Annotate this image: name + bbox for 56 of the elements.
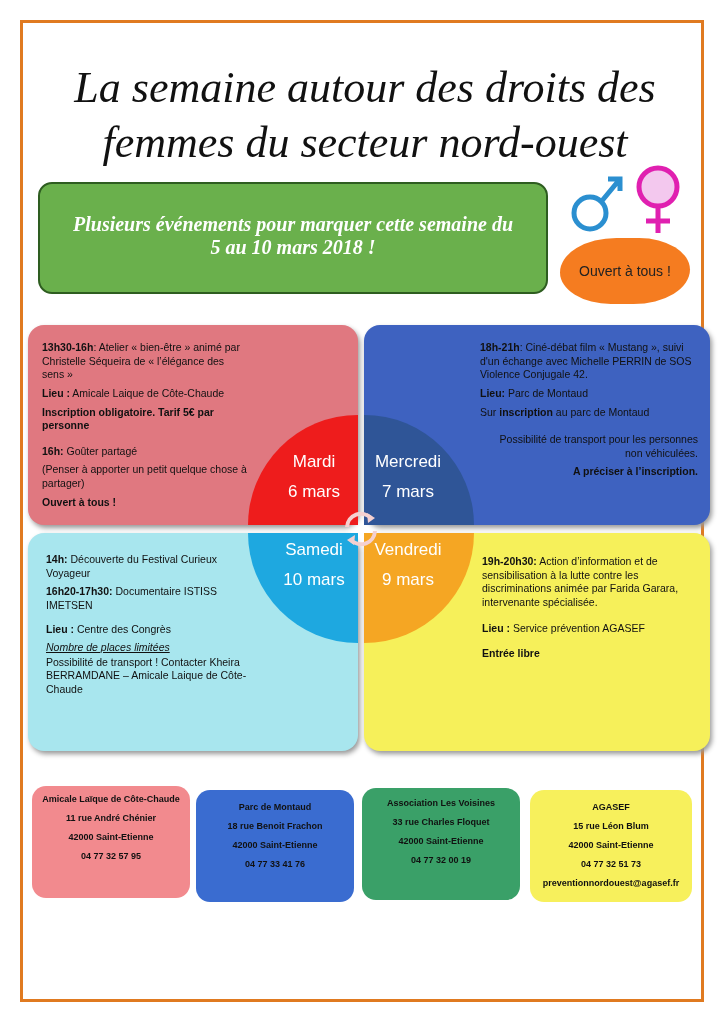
contact-text: Association Les Voisines: [386, 798, 496, 808]
event-text: Entrée libre: [482, 647, 541, 661]
event-text: Ouvert à tous !: [42, 495, 118, 510]
event-text: Possibilité de transport ! Contacter Kheira BERRAMDANE – Amicale Laique de Côte-Chaude: [46, 655, 248, 697]
scroll-banner: [38, 182, 548, 294]
contact-text: 18 rue Benoit Frachon: [226, 821, 324, 831]
event-text: Sur inscription au parc de Montaud: [480, 405, 651, 420]
contact-card: [530, 790, 692, 902]
event-text: Lieu: Parc de Montaud: [480, 386, 589, 401]
event-text: 14h: Découverte du Festival Curieux Voyageur: [46, 553, 218, 581]
event-text: 13h30-16h: Atelier « bien-être » animé par Christelle Séqueira de « l’élégance des sens »: [42, 341, 241, 382]
day-name: Vendredi: [373, 539, 443, 561]
event-text: Lieu : Amicale Laique de Côte-Chaude: [42, 386, 226, 401]
event-text: Lieu : Centre des Congrès: [46, 622, 172, 637]
event-text: A préciser à l’inscription.: [571, 465, 698, 480]
contact-text: 42000 Saint-Etienne: [397, 836, 485, 846]
date-text: 6 mars: [287, 481, 341, 504]
banner-text: Plusieurs événements pour marquer cette semaine du 5 au 10 mars 2018 !: [72, 213, 514, 259]
event-card: [28, 325, 358, 525]
contact-card: [196, 790, 354, 902]
cloud-text: Ouvert à tous !: [579, 263, 671, 279]
event-text: Inscription obligatoire. Tarif 5€ par personne: [42, 405, 215, 433]
date-text: 7 mars: [381, 481, 435, 504]
contact-text: 04 77 32 00 19: [409, 855, 473, 865]
date-text: 10 mars: [282, 569, 346, 592]
contact-text: 15 rue Léon Blum: [572, 821, 650, 831]
event-text: 18h-21h: Ciné-débat film « Mustang », suivi d'un échange avec Michelle PERRIN de SOS Violence Conjugale 42.: [480, 341, 693, 382]
day-name: Mardi: [291, 451, 337, 473]
event-card: [28, 533, 358, 751]
event-text: 16h: Goûter partagé: [42, 444, 139, 459]
contact-text: 04 77 32 51 73: [579, 859, 643, 869]
contact-text: Parc de Montaud: [237, 802, 313, 812]
event-card: [364, 533, 710, 751]
event-text: Possibilité de transport pour les personnes non véhiculées.: [498, 433, 698, 461]
event-text: 19h-20h30: Action d’information et de sensibilisation à la lutte contre les discriminations animée par Farida Garara, intervenante spécialisée.: [482, 555, 680, 610]
event-card: [364, 325, 710, 525]
contact-text: Amicale Laïque de Côte-Chaude: [41, 794, 181, 804]
event-text: 16h20-17h30: Documentaire ISTISS IMETSEN: [46, 585, 218, 613]
contact-text: 04 77 32 57 95: [79, 851, 143, 861]
contact-text: 42000 Saint-Etienne: [67, 832, 155, 842]
contact-text: preventionnordouest@agasef.fr: [541, 878, 681, 888]
contact-text: 33 rue Charles Floquet: [391, 817, 491, 827]
title: La semaine autour des droits des femmes du secteur nord-ouest: [72, 62, 657, 169]
event-text: Lieu : Service prévention AGASEF: [482, 621, 646, 636]
contact-text: 42000 Saint-Etienne: [567, 840, 655, 850]
contact-text: 42000 Saint-Etienne: [231, 840, 319, 850]
event-text: (Penser à apporter un petit quelque chose à partager): [42, 463, 248, 491]
contact-text: AGASEF: [591, 802, 631, 812]
contact-card: [362, 788, 520, 900]
date-text: 9 mars: [381, 569, 435, 592]
contact-text: 04 77 33 41 76: [243, 859, 307, 869]
contact-text: 11 rue André Chénier: [64, 813, 158, 823]
event-text: Nombre de places limitées: [46, 641, 171, 655]
contact-card: [32, 786, 190, 898]
day-name: Mercredi: [373, 451, 443, 473]
day-name: Samedi: [284, 539, 344, 561]
